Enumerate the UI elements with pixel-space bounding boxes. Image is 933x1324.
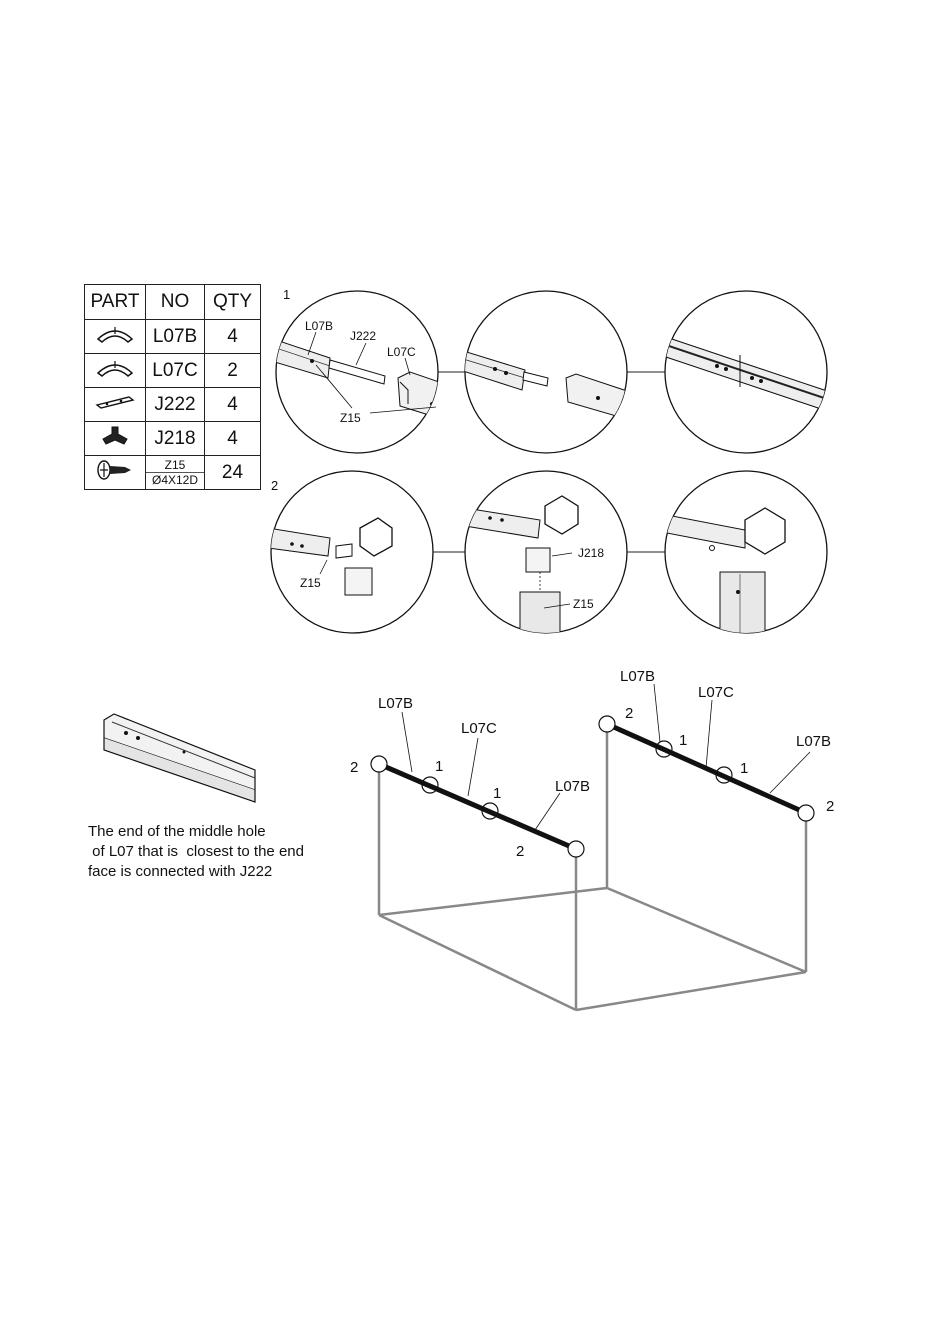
label-z15-b: Z15 bbox=[573, 597, 594, 611]
header-no: NO bbox=[146, 285, 205, 320]
note-line: face is connected with J222 bbox=[88, 862, 358, 882]
part-qty: 4 bbox=[205, 422, 261, 456]
frame-right-l07b-right: L07B bbox=[796, 733, 831, 750]
part-no: J222 bbox=[146, 388, 205, 422]
label-j222: J222 bbox=[350, 329, 376, 343]
part-no: Z15 Ø4X12D bbox=[146, 456, 205, 490]
step1-detail-1 bbox=[268, 291, 445, 453]
marker-2: 2 bbox=[516, 843, 524, 860]
label-j218: J218 bbox=[578, 546, 604, 560]
note-line: The end of the middle hole bbox=[88, 822, 358, 842]
bracket-icon bbox=[85, 422, 146, 456]
joint-bar-icon bbox=[85, 388, 146, 422]
step2-number: 2 bbox=[271, 478, 278, 493]
step1-number: 1 bbox=[283, 287, 290, 302]
label-z15-a: Z15 bbox=[300, 576, 321, 590]
step1-detail-3 bbox=[660, 291, 830, 453]
marker-1: 1 bbox=[493, 785, 501, 802]
part-qty: 2 bbox=[205, 354, 261, 388]
step1-detail-2 bbox=[460, 291, 630, 453]
step2-detail-2 bbox=[465, 471, 627, 640]
screw-icon bbox=[85, 456, 146, 490]
part-no: L07C bbox=[146, 354, 205, 388]
table-row: J218 4 bbox=[85, 422, 261, 456]
part-no: L07B bbox=[146, 320, 205, 354]
frame-right-l07c: L07C bbox=[698, 684, 734, 701]
parts-table-header: PART NO QTY bbox=[85, 285, 261, 320]
frame-left-l07b-bottom: L07B bbox=[555, 778, 590, 795]
parts-table: PART NO QTY L07B 4 L07C 2 J222 4 bbox=[84, 284, 261, 490]
label-l07c: L07C bbox=[387, 345, 416, 359]
header-qty: QTY bbox=[205, 285, 261, 320]
marker-2: 2 bbox=[625, 705, 633, 722]
label-l07b: L07B bbox=[305, 319, 333, 333]
step2-detail-1 bbox=[268, 471, 433, 633]
frame-left-l07c: L07C bbox=[461, 720, 497, 737]
table-row: Z15 Ø4X12D 24 bbox=[85, 456, 261, 490]
step2-detail-3 bbox=[662, 471, 827, 640]
frame-right-l07b-left: L07B bbox=[620, 668, 655, 685]
assembly-note: The end of the middle hole of L07 that i… bbox=[88, 822, 358, 882]
part-qty: 4 bbox=[205, 388, 261, 422]
label-z15: Z15 bbox=[340, 411, 361, 425]
note-line: of L07 that is closest to the end bbox=[88, 842, 358, 862]
rail-end-illustration bbox=[104, 714, 255, 802]
frame-left-l07b-top: L07B bbox=[378, 695, 413, 712]
part-no: J218 bbox=[146, 422, 205, 456]
arc-connector-icon bbox=[85, 354, 146, 388]
part-qty: 24 bbox=[205, 456, 261, 490]
part-no-bottom: Ø4X12D bbox=[146, 472, 204, 487]
table-row: J222 4 bbox=[85, 388, 261, 422]
marker-1: 1 bbox=[679, 732, 687, 749]
right-frame bbox=[379, 684, 814, 1010]
marker-2: 2 bbox=[350, 759, 358, 776]
arc-connector-icon bbox=[85, 320, 146, 354]
marker-1: 1 bbox=[740, 760, 748, 777]
marker-2: 2 bbox=[826, 798, 834, 815]
part-qty: 4 bbox=[205, 320, 261, 354]
table-row: L07B 4 bbox=[85, 320, 261, 354]
left-frame bbox=[371, 712, 584, 1010]
header-part: PART bbox=[85, 285, 146, 320]
marker-1: 1 bbox=[435, 758, 443, 775]
part-no-top: Z15 bbox=[146, 458, 204, 472]
table-row: L07C 2 bbox=[85, 354, 261, 388]
